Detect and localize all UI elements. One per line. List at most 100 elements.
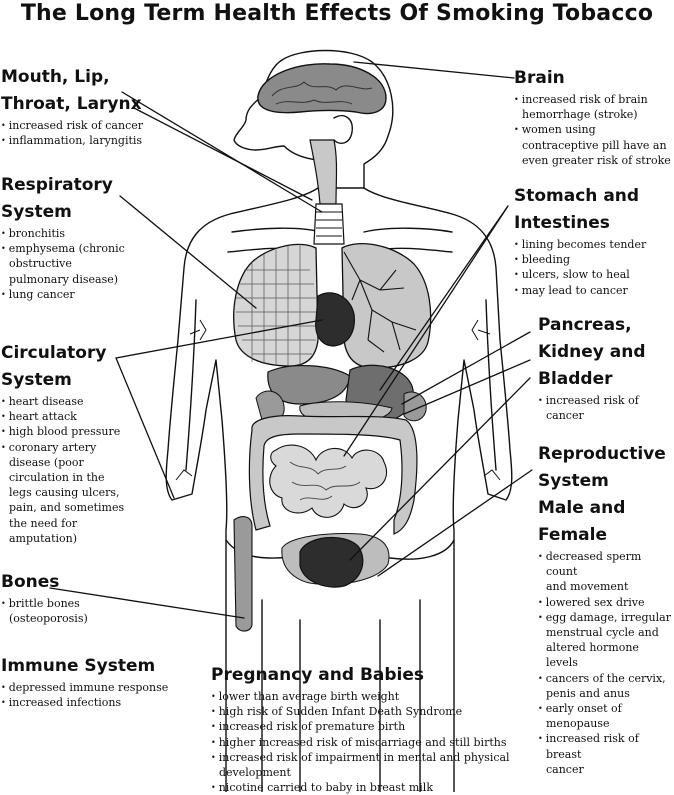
- torso-outline-right: [363, 187, 513, 792]
- list-item: bronchitis: [1, 226, 125, 241]
- list-item: lowered sex drive: [538, 595, 674, 610]
- list-item: and movement: [546, 580, 629, 594]
- list-item: women using: [514, 122, 671, 137]
- list-item: legs causing ulcers,: [9, 486, 120, 500]
- section-mouth: Mouth, Lip, Throat, Larynx increased ris…: [1, 64, 143, 148]
- rib-lines: [227, 227, 453, 253]
- heart-shape: [315, 292, 355, 347]
- list-item: disease (poor: [9, 455, 84, 469]
- list-item: coronary artery: [1, 440, 124, 455]
- section-heading: Intestines: [514, 213, 610, 233]
- list-item: brittle bones: [1, 596, 88, 611]
- list-item: hemorrhage (stroke): [522, 108, 638, 122]
- list-item: high risk of Sudden Infant Death Syndrom…: [211, 704, 510, 719]
- section-heading: Female: [538, 525, 607, 545]
- bullet-list: heart disease heart attack high blood pr…: [1, 394, 124, 546]
- section-bones: Bones brittle bones (osteoporosis): [1, 569, 88, 626]
- list-item: pulmonary disease): [9, 272, 119, 286]
- list-item: lung cancer: [1, 287, 125, 302]
- leader-respiratory: [119, 195, 257, 309]
- section-heading: Brain: [514, 68, 565, 88]
- section-heading: Male and: [538, 498, 626, 518]
- head-outline: [233, 49, 394, 189]
- list-item: increased infections: [1, 695, 168, 710]
- list-item: lining becomes tender: [514, 237, 647, 252]
- arm-vessels: [175, 319, 501, 481]
- diagram-title: The Long Term Health Effects Of Smoking …: [20, 1, 654, 26]
- list-item: nicotine carried to baby in breast milk: [211, 780, 510, 795]
- list-item: cancers of the cervix,: [538, 671, 674, 686]
- right-arm-inner: [485, 299, 497, 471]
- section-heading: Throat, Larynx: [1, 94, 142, 114]
- list-item: menstrual cycle and: [546, 626, 659, 640]
- bronchial-tree: [343, 251, 417, 353]
- section-heading: Stomach and: [514, 186, 640, 206]
- leader-brain: [353, 61, 515, 79]
- list-item: increased risk of cancer: [1, 118, 143, 133]
- leader-circulatory-2: [115, 357, 175, 499]
- list-item: the need for: [9, 516, 78, 530]
- brain-folds: [271, 81, 373, 105]
- section-immune: Immune System depressed immune response …: [1, 653, 168, 710]
- list-item: cancer: [546, 762, 584, 776]
- list-item: emphysema (chronic: [1, 241, 125, 256]
- brain-shape: [257, 63, 387, 115]
- bullet-list: lower than average birth weight high ris…: [211, 689, 510, 795]
- leader-lines: [49, 61, 533, 619]
- list-item: may lead to cancer: [514, 283, 646, 298]
- list-item: circulation in the: [9, 471, 105, 485]
- bullet-list: decreased sperm count and movement lower…: [538, 549, 674, 777]
- list-item: (osteoporosis): [9, 612, 88, 626]
- leader-stomach-2: [343, 205, 509, 457]
- intestine-folds: [289, 461, 361, 501]
- left-arm-inner: [185, 299, 197, 471]
- bladder-shape: [299, 536, 364, 588]
- section-heading: Immune System: [1, 656, 156, 676]
- list-item: lower than average birth weight: [211, 689, 510, 704]
- bullet-list: increased risk of cancer: [538, 393, 674, 423]
- list-item: altered hormone levels: [546, 641, 639, 670]
- larynx-shape: [313, 203, 345, 245]
- section-heading: Kidney and: [538, 342, 646, 362]
- section-heading: Pancreas,: [538, 315, 632, 335]
- bullet-list: depressed immune response increased infe…: [1, 680, 169, 710]
- list-item: early onset of: [538, 701, 674, 716]
- leader-pancreas-3: [349, 377, 531, 561]
- section-stomach: Stomach and Intestines lining becomes te…: [514, 183, 646, 298]
- list-item: even greater risk of stroke: [522, 153, 671, 167]
- section-heading: Mouth, Lip,: [1, 67, 110, 87]
- section-heading: System: [1, 370, 72, 390]
- section-circulatory: Circulatory System heart disease heart a…: [1, 340, 124, 546]
- list-item: increased risk of breast: [538, 731, 674, 761]
- bullet-list: lining becomes tender bleeding ulcers, s…: [514, 237, 647, 298]
- section-heading: Circulatory: [1, 343, 107, 363]
- list-item: amputation): [9, 531, 78, 545]
- larynx-rings: [316, 211, 342, 237]
- leader-pancreas-1: [401, 331, 531, 405]
- section-reproductive: Reproductive System Male and Female decr…: [538, 441, 674, 777]
- section-brain: Brain increased risk of brain hemorrhage…: [514, 65, 671, 168]
- list-item: ulcers, slow to heal: [514, 267, 646, 282]
- list-item: high blood pressure: [1, 424, 124, 439]
- list-item: contraceptive pill have an: [522, 138, 667, 152]
- list-item: pain, and sometimes: [9, 501, 125, 515]
- femur-bone: [233, 516, 253, 632]
- bullet-list: increased risk of cancer inflammation, l…: [1, 118, 143, 148]
- section-heading: Pregnancy and Babies: [211, 665, 425, 685]
- list-item: increased risk of impairment in mental a…: [211, 750, 510, 765]
- section-heading: Respiratory: [1, 175, 113, 195]
- list-item: depressed immune response: [1, 680, 169, 695]
- list-item: bleeding: [514, 252, 646, 267]
- list-item: higher increased risk of miscarriage and…: [211, 735, 510, 750]
- large-intestine: [248, 415, 418, 535]
- leader-mouth-1: [121, 91, 323, 213]
- torso-outline: [165, 187, 319, 792]
- list-item: increased risk of premature birth: [211, 719, 510, 734]
- section-heading: Bones: [1, 572, 60, 592]
- list-item: inflammation, laryngitis: [1, 133, 143, 148]
- bullet-list: bronchitis emphysema (chronic obstructiv…: [1, 226, 125, 302]
- section-respiratory: Respiratory System bronchitis emphysema …: [1, 172, 125, 302]
- throat-shape: [309, 139, 338, 205]
